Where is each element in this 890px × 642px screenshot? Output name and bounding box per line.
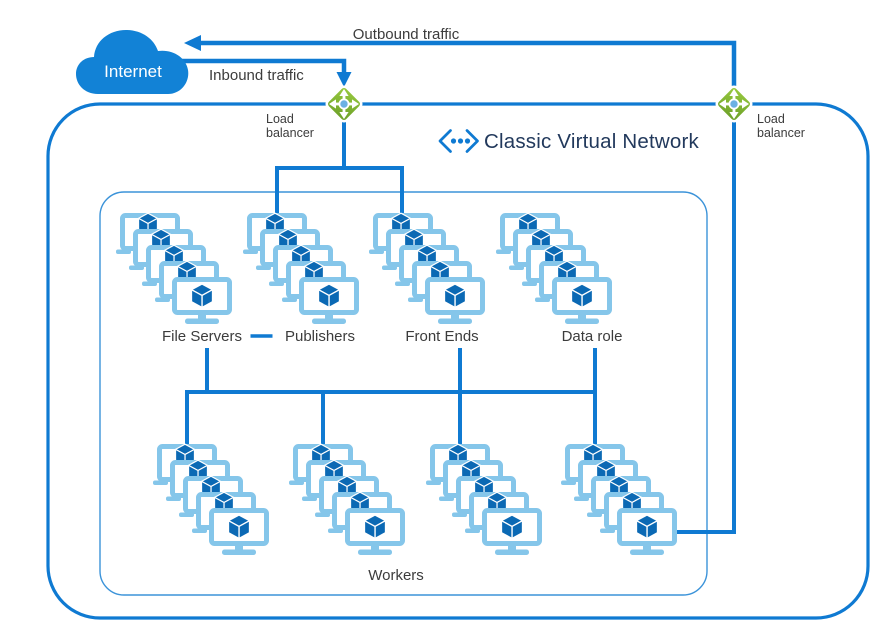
publishers-stack xyxy=(243,213,357,324)
svg-text:Load: Load xyxy=(266,112,294,126)
svg-text:Load: Load xyxy=(757,112,785,126)
front-ends-stack xyxy=(369,213,483,324)
outbound-traffic-label: Outbound traffic xyxy=(353,26,460,43)
svg-text:balancer: balancer xyxy=(757,126,805,140)
workers-label: Workers xyxy=(368,567,424,584)
workers-bus-line xyxy=(185,390,595,450)
page-title: Classic Virtual Network xyxy=(484,130,700,153)
workers-stack-1 xyxy=(153,444,267,555)
inbound-arrowhead xyxy=(336,72,352,87)
workers-stack-2 xyxy=(289,444,403,555)
virtual-network-boundary xyxy=(46,102,870,620)
svg-text:balancer: balancer xyxy=(266,126,314,140)
tier-label-publishers: Publishers xyxy=(285,328,355,345)
virtual-network-icon xyxy=(438,129,479,153)
cloud-icon xyxy=(76,30,189,94)
file-servers-stack xyxy=(116,213,230,324)
lb-right-to-worker4-connector xyxy=(662,122,736,534)
outbound-arrow-line xyxy=(199,40,737,88)
internet-cloud: Internet xyxy=(76,30,189,94)
outbound-arrowhead xyxy=(184,35,201,51)
tier-label-front-ends: Front Ends xyxy=(405,328,478,345)
internet-label: Internet xyxy=(104,62,162,81)
workers-stack-3 xyxy=(426,444,540,555)
load-balancer-top-label: Load balancer xyxy=(266,112,314,140)
vnet-title-group: Classic Virtual Network xyxy=(438,129,700,153)
load-balancer-top-icon xyxy=(323,83,365,125)
load-balancer-right-label: Load balancer xyxy=(757,112,805,140)
inbound-arrow-line xyxy=(182,58,347,74)
tier-label-data-role: Data role xyxy=(562,328,623,345)
load-balancer-right-icon xyxy=(713,83,755,125)
inbound-traffic-label: Inbound traffic xyxy=(209,67,304,84)
workers-stack-4 xyxy=(561,444,675,555)
lb-top-branch-connector xyxy=(275,120,404,221)
tier-label-file-servers: File Servers xyxy=(162,328,242,345)
data-role-stack xyxy=(496,213,610,324)
